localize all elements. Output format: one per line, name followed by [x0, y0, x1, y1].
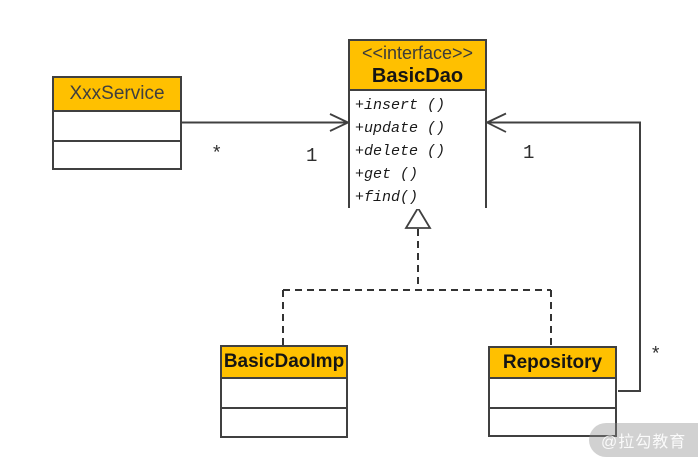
class-name: BasicDaoImp	[223, 351, 345, 372]
class-header: XxxService	[54, 78, 180, 112]
method-item: +update ()	[355, 120, 446, 137]
association-repository-to-dao	[488, 121, 641, 392]
method-item: +get ()	[355, 166, 419, 183]
attributes-compartment	[490, 379, 615, 409]
methods-compartment	[490, 409, 615, 435]
class-box-xxxservice: XxxService	[52, 76, 182, 170]
attributes-compartment	[222, 379, 346, 409]
class-name: BasicDao	[371, 65, 464, 87]
open-arrowhead-icon	[486, 112, 507, 133]
class-header: Repository	[490, 348, 615, 379]
class-header: <<interface>> BasicDao	[350, 41, 485, 91]
hollow-triangle-icon	[404, 206, 432, 229]
open-arrowhead-icon	[329, 113, 349, 132]
method-item: +find()	[355, 189, 419, 206]
multiplicity-label: 1	[523, 142, 535, 164]
class-box-repository: Repository	[488, 346, 617, 437]
methods-compartment	[54, 142, 180, 168]
class-header: BasicDaoImp	[222, 347, 346, 379]
multiplicity-label: *	[650, 344, 662, 366]
class-box-basicdaoimp: BasicDaoImp	[220, 345, 348, 438]
methods-compartment	[222, 409, 346, 436]
multiplicity-label: *	[211, 143, 223, 165]
method-item: +insert ()	[355, 97, 446, 114]
multiplicity-label: 1	[306, 145, 318, 167]
stereotype-label: <<interface>>	[361, 43, 474, 63]
attributes-compartment	[54, 112, 180, 142]
methods-compartment: +insert () +update () +delete () +get ()…	[350, 91, 485, 209]
method-item: +delete ()	[355, 143, 446, 160]
watermark-text: @拉勾教育	[601, 434, 687, 451]
class-name: XxxService	[69, 83, 165, 104]
watermark-badge: @拉勾教育	[589, 423, 698, 457]
interface-box-basicdao: <<interface>> BasicDao +insert () +updat…	[348, 39, 487, 209]
class-name: Repository	[502, 351, 603, 373]
